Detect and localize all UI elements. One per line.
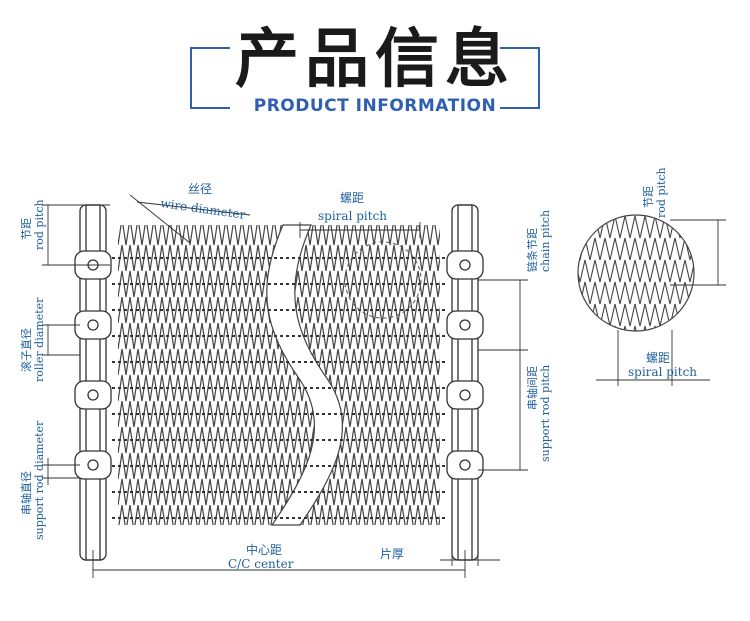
conveyor-belt-diagram: 丝径 wire diameter 螺距 spiral pitch 节距 rod … [19, 167, 726, 578]
roller-pin [459, 259, 471, 271]
mesh-spiral [118, 400, 440, 428]
left-rollers [74, 250, 112, 480]
support-rod-pitch-cn-label: 串轴间距 [525, 366, 539, 410]
title-bracket-left [190, 47, 230, 109]
detail-mesh-circle [577, 214, 695, 332]
mesh-spiral [578, 215, 694, 239]
right-rollers [446, 250, 484, 480]
page-title-chinese: 产品信息 [235, 23, 515, 97]
dimension-lines [42, 194, 726, 578]
detail-rod-pitch-en-label: rod pitch [655, 167, 668, 218]
rod-pitch-cn-label: 节距 [20, 218, 33, 240]
detail-spiral-pitch-en-label: spiral pitch [628, 365, 697, 379]
wire-diameter-en-label: wire diameter [160, 196, 247, 222]
page-header: 产品信息 PRODUCT INFORMATION [0, 0, 750, 140]
mesh-spiral [118, 426, 440, 454]
page-title-english: PRODUCT INFORMATION [253, 96, 497, 116]
title-bracket-right [500, 47, 540, 109]
chain-pitch-cn-label: 链条节距 [525, 228, 539, 272]
mesh-spiral [578, 281, 694, 305]
support-rod-pitch-en-label: support rod pitch [539, 365, 552, 462]
mesh-spiral [578, 259, 694, 283]
roller-pin [459, 389, 471, 401]
roller-diameter-cn-label: 滚子直径 [19, 328, 33, 372]
support-rod-diameter-cn-label: 串轴直径 [19, 471, 33, 515]
support-rod-diameter-en-label: support rod diameter [33, 420, 46, 540]
mesh-spiral [118, 504, 440, 525]
detail-rod-pitch-cn-label: 节距 [642, 186, 655, 208]
roller-pin [459, 319, 471, 331]
mesh-spiral [578, 325, 694, 331]
roller-diameter-en-label: roller diameter [33, 297, 46, 382]
rod-pitch-en-label: rod pitch [33, 199, 46, 250]
wire-diameter-cn-label: 丝径 [188, 182, 212, 196]
chain-pitch-en-label: chain pitch [539, 210, 552, 272]
mesh-spiral [118, 374, 440, 402]
spiral-pitch-cn-label: 螺距 [340, 191, 364, 205]
cc-center-cn-label: 中心距 [246, 542, 282, 557]
roller-pin [87, 389, 99, 401]
support-rods [112, 257, 446, 519]
roller-pin [87, 459, 99, 471]
roller-pin [459, 459, 471, 471]
spiral-pitch-en-label: spiral pitch [318, 209, 387, 223]
cc-center-en-label: C/C center [228, 557, 294, 571]
mesh-spiral [118, 225, 440, 246]
break-cutout [266, 224, 344, 526]
roller-pin [87, 319, 99, 331]
mesh-spiral [118, 452, 440, 480]
mesh-spiral [578, 303, 694, 327]
plate-thickness-cn-label: 片厚 [380, 547, 404, 561]
dimension-labels: 丝径 wire diameter 螺距 spiral pitch 节距 rod … [19, 167, 697, 571]
detail-callout-circle [344, 241, 422, 319]
detail-spiral-pitch-cn-label: 螺距 [646, 351, 670, 365]
mesh-spiral [118, 478, 440, 506]
